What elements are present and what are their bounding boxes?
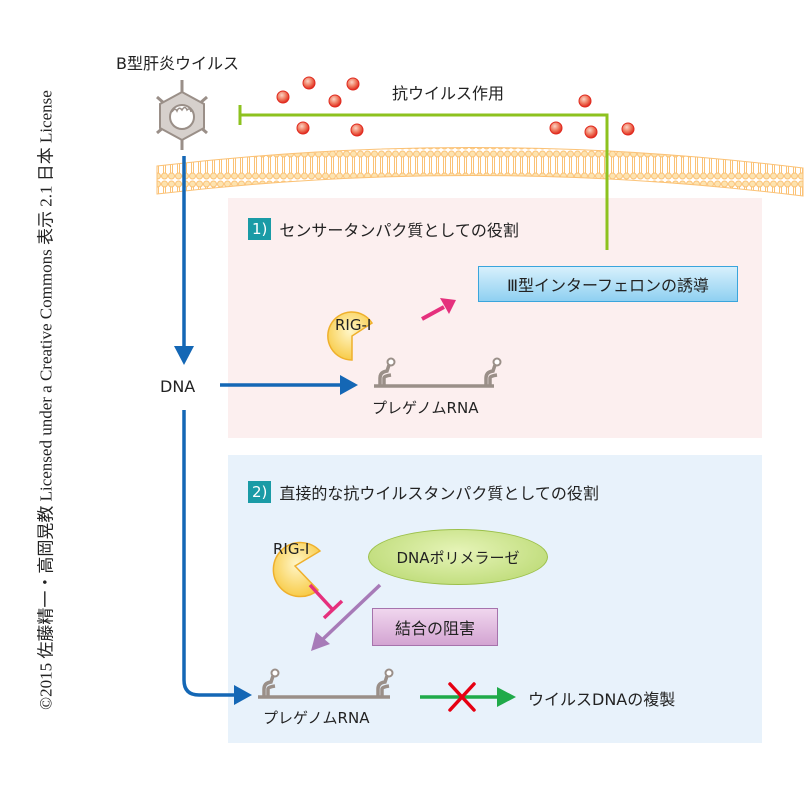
section1-title-text: センサータンパク質としての役割 — [279, 221, 519, 240]
rig-i-inhibition-line — [308, 583, 344, 620]
rig-i-label-1: RIG-I — [335, 316, 372, 334]
pregenomic-rna-icon-1 — [374, 364, 498, 388]
arrowhead-dna-to-rna-1 — [340, 375, 358, 395]
interferon-induction-box: Ⅲ型インターフェロンの誘導 — [478, 266, 738, 302]
section2-title-text: 直接的な抗ウイルスタンパク質としての役割 — [279, 484, 599, 503]
pregenomic-rna-icon-2 — [258, 675, 390, 699]
virus-label: B型肝炎ウイルス — [116, 54, 239, 73]
dna-polymerase-ellipse: DNAポリメラーゼ — [368, 529, 548, 585]
section1-panel — [228, 198, 762, 438]
arrowhead-down-to-dna — [174, 346, 194, 365]
antiviral-inhibition-line — [238, 105, 609, 250]
dna-label: DNA — [160, 377, 196, 396]
cell-membrane — [156, 147, 804, 197]
infection-path-arrows — [182, 156, 342, 697]
section2-title: 2) 直接的な抗ウイルスタンパク質としての役割 — [248, 480, 599, 504]
pregenomic-rna-label-2: プレゲノムRNA — [263, 709, 370, 727]
blocked-cross-icon — [448, 682, 476, 712]
section1-title: 1) センサータンパク質としての役割 — [248, 217, 519, 241]
antiviral-label: 抗ウイルス作用 — [392, 84, 505, 103]
viral-dna-replication-label: ウイルスDNAの複製 — [528, 690, 676, 709]
section2-number-badge: 2) — [248, 481, 272, 503]
rig-i-label-2: RIG-I — [273, 540, 310, 558]
polymerase-binding-arrow — [320, 583, 382, 642]
pregenomic-rna-label-1: プレゲノムRNA — [372, 399, 479, 417]
section2-panel — [228, 455, 762, 743]
section1-number-badge: 1) — [248, 218, 272, 240]
rig-i-pacman-icon-2 — [272, 541, 322, 598]
pink-arrowhead — [440, 298, 456, 314]
arrowhead-dna-to-rna-2 — [234, 685, 252, 705]
hbv-virus-icon — [156, 80, 208, 150]
binding-inhibition-box: 結合の阻害 — [372, 608, 498, 646]
rig-i-pacman-icon-1 — [327, 311, 374, 361]
interferon-dots — [276, 76, 635, 139]
